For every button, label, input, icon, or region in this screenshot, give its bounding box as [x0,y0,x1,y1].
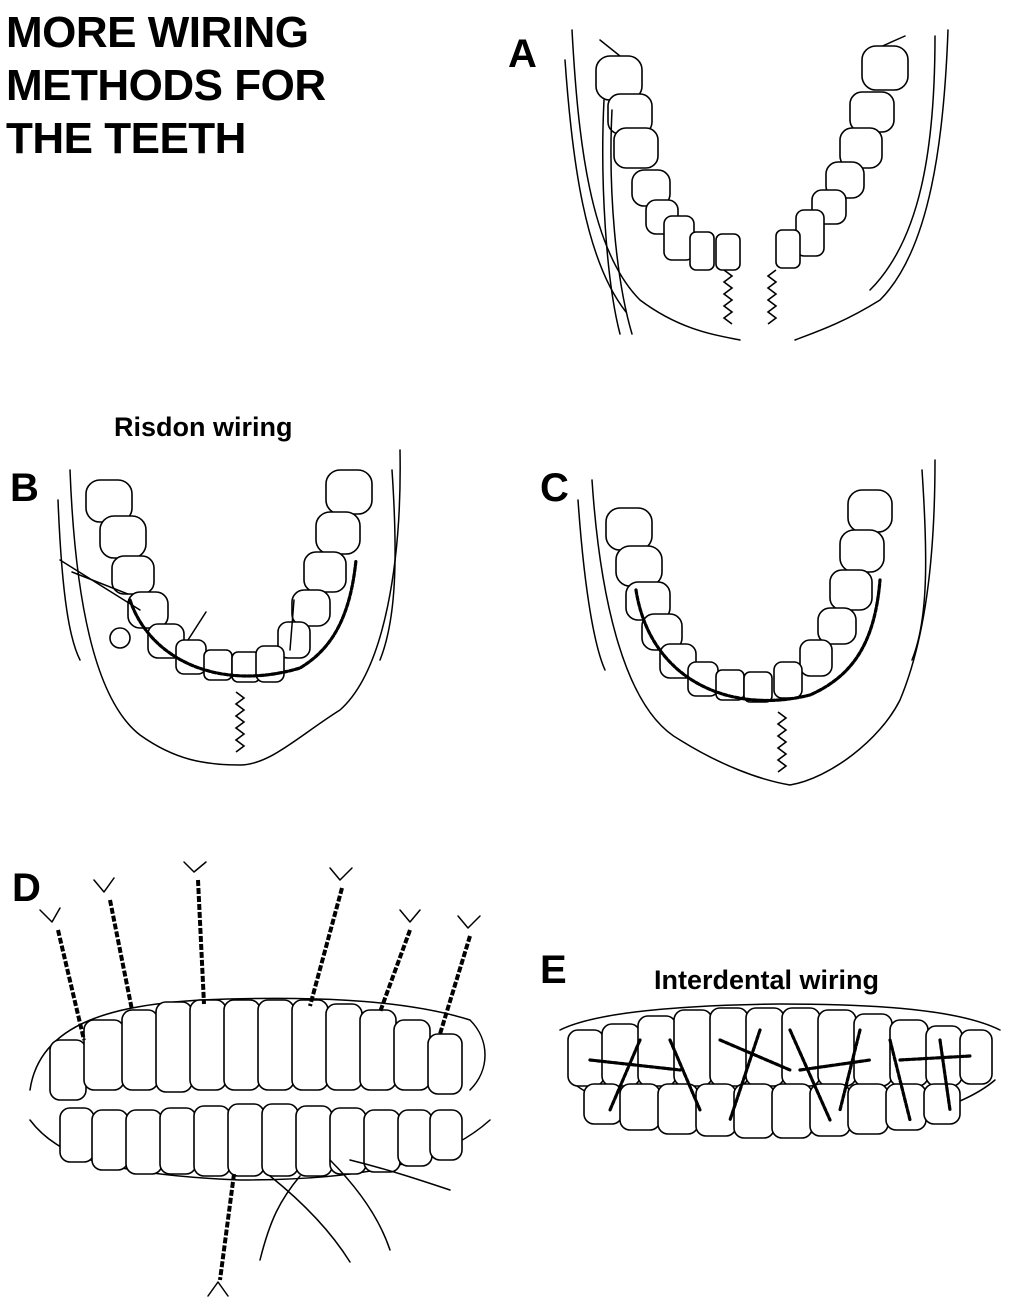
title-line-1: MORE WIRING [6,8,309,57]
panel-c-label: C [540,466,569,510]
panel-e-label: E [540,948,567,992]
panel-a-drawing [564,29,949,341]
panel-d-drawing [29,861,491,1297]
panel-e-drawing [559,1003,1001,1139]
panel-d-label: D [12,866,41,910]
page-title: MORE WIRING METHODS FOR THE TEETH [6,6,326,165]
panel-e-caption: Interdental wiring [654,965,880,995]
panel-c-drawing [577,459,936,786]
title-line-3: THE TEETH [6,114,246,163]
panel-a-label: A [508,32,537,76]
panel-b-label: B [10,466,39,510]
title-line-2: METHODS FOR [6,61,326,110]
panel-b-drawing [57,449,401,766]
panel-b-caption: Risdon wiring [114,412,293,442]
